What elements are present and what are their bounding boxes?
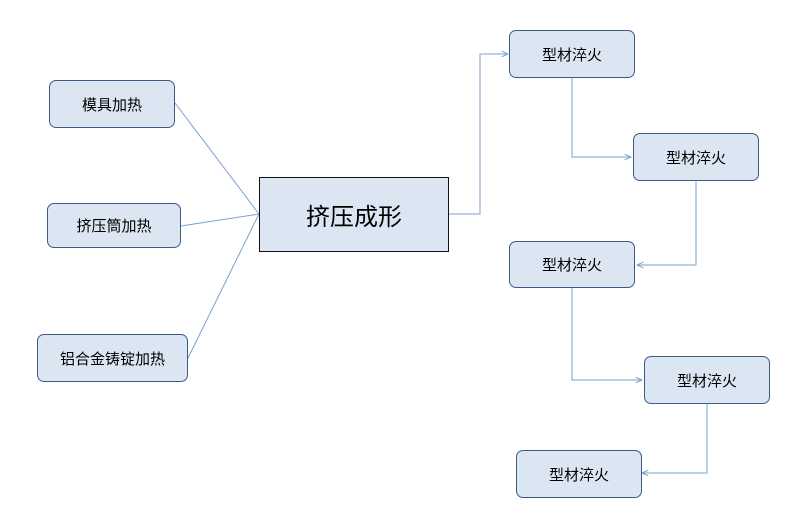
node-ingot-heating-label: 铝合金铸锭加热 xyxy=(59,349,165,368)
node-quench-5-label: 型材淬火 xyxy=(548,465,609,484)
node-quench-3-label: 型材淬火 xyxy=(541,256,602,274)
node-quench-5: 型材淬火 xyxy=(516,450,642,498)
node-quench-4: 型材淬火 xyxy=(644,356,770,404)
connector-q4-to-q5 xyxy=(642,404,708,473)
node-quench-1-label: 型材淬火 xyxy=(541,45,602,64)
node-mold-heating: 模具加热 xyxy=(49,80,175,128)
node-quench-3: 型材淬火 xyxy=(509,241,635,288)
node-quench-4-label: 型材淬火 xyxy=(676,371,737,390)
node-ingot-heating: 铝合金铸锭加热 xyxy=(37,334,188,382)
connector-container-to-extrusion xyxy=(180,213,260,227)
node-quench-1: 型材淬火 xyxy=(509,30,635,78)
connector-q3-to-q4 xyxy=(571,288,642,380)
node-container-heating: 挤压筒加热 xyxy=(47,203,181,248)
connector-extrusion-to-q1 xyxy=(449,54,508,215)
node-quench-2: 型材淬火 xyxy=(633,133,759,181)
node-container-heating-label: 挤压筒加热 xyxy=(76,217,152,235)
node-mold-heating-label: 模具加热 xyxy=(81,95,142,114)
connector-q2-to-q3 xyxy=(637,181,697,265)
connector-ingot-to-extrusion xyxy=(187,213,260,359)
connector-q1-to-q2 xyxy=(571,78,631,157)
node-quench-2-label: 型材淬火 xyxy=(665,148,726,167)
node-extrusion: 挤压成形 xyxy=(259,177,449,252)
node-extrusion-label: 挤压成形 xyxy=(306,203,402,231)
connector-mold-to-extrusion xyxy=(174,102,260,215)
